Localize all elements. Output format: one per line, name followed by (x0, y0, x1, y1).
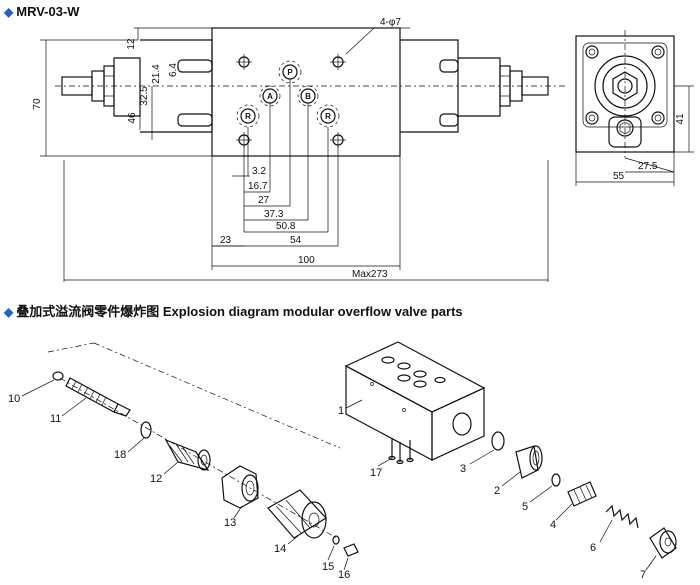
part-11-screw (65, 377, 131, 417)
part-15-washer (332, 535, 340, 545)
part-6-spring (605, 504, 639, 529)
dim-max273: Max273 (352, 269, 388, 280)
part-5-washer (551, 473, 561, 487)
part-14-handle (267, 489, 327, 539)
dim-37-3: 37.3 (264, 209, 284, 220)
dim-50-8: 50.8 (276, 221, 296, 232)
port-r-left: R (236, 104, 260, 128)
part-7-cap (649, 527, 677, 559)
label-part-14: 14 (274, 543, 286, 555)
explosion-title-text: 叠加式溢流阀零件爆炸图 Explosion diagram modular ov… (16, 304, 463, 319)
explosion-title: ◆叠加式溢流阀零件爆炸图 Explosion diagram modular o… (4, 301, 463, 320)
dim-55: 55 (613, 171, 625, 182)
right-housing (400, 39, 459, 133)
label-part-5: 5 (522, 501, 528, 513)
part-4-plunger (567, 481, 597, 507)
diamond-bullet-icon: ◆ (4, 5, 14, 19)
label-part-15: 15 (322, 561, 334, 573)
horizontal-dimensions: 3.2 16.7 27 37.3 50.8 54 23 100 Max273 (63, 79, 549, 282)
part-1-body (344, 341, 486, 462)
svg-text:B: B (305, 92, 311, 101)
part-leaders (21, 379, 657, 571)
dim-6-4: 6.4 (168, 63, 179, 77)
dim-21-4: 21.4 (151, 64, 162, 84)
dim-3-2: 3.2 (252, 166, 266, 177)
right-adjuster (458, 57, 549, 117)
dim-27: 27 (258, 195, 270, 206)
dim-70: 70 (32, 98, 43, 110)
svg-text:A: A (267, 92, 273, 101)
dim-100: 100 (298, 255, 315, 266)
dim-32-5: 32.5 (139, 86, 150, 106)
label-part-12: 12 (150, 473, 162, 485)
label-part-6: 6 (590, 542, 596, 554)
label-part-18: 18 (114, 449, 126, 461)
vertical-dimensions: 70 12 46 32.5 21.4 6.4 (32, 27, 212, 157)
left-adjuster (61, 57, 141, 117)
valve-body (211, 27, 401, 157)
left-slot-lower (177, 113, 213, 127)
label-part-13: 13 (224, 517, 236, 529)
dim-41: 41 (675, 113, 686, 125)
dim-54: 54 (290, 235, 302, 246)
dim-27-5: 27.5 (638, 161, 658, 172)
right-slot-upper (439, 59, 459, 73)
port-r-right: R (316, 104, 340, 128)
label-part-11: 11 (50, 413, 61, 425)
part-12-connector (164, 438, 211, 471)
part-10-ring (52, 371, 64, 381)
mounting-holes (236, 54, 346, 148)
label-part-10: 10 (8, 393, 20, 405)
label-part-1: 1 (338, 405, 344, 417)
part-13-nut (221, 465, 259, 509)
part-18-oring (140, 421, 152, 439)
part-17-pins (388, 438, 414, 465)
svg-text:R: R (245, 112, 251, 121)
holes-label: 4-φ7 (380, 17, 401, 28)
model-title-text: MRV-03-W (16, 4, 80, 19)
label-part-17: 17 (370, 467, 382, 479)
dim-16-7: 16.7 (248, 181, 268, 192)
part-2-sleeve (515, 445, 543, 479)
svg-text:R: R (325, 112, 331, 121)
dim-12: 12 (126, 38, 137, 50)
label-part-2: 2 (494, 485, 500, 497)
part-16-screw (343, 543, 359, 557)
svg-text:P: P (287, 68, 293, 77)
label-part-4: 4 (550, 519, 556, 531)
left-slot-upper (177, 59, 213, 73)
model-title: ◆MRV-03-W (4, 4, 80, 19)
dim-23: 23 (220, 235, 232, 246)
diamond-bullet-icon: ◆ (4, 305, 14, 319)
side-view: 41 27.5 55 (575, 30, 694, 186)
part-3-oring (491, 431, 505, 451)
explosion-diagram: 1 2 3 4 5 6 7 10 11 18 12 13 14 15 16 17 (8, 341, 677, 581)
front-view: P A B R R 4-φ7 70 12 (32, 17, 565, 282)
label-part-3: 3 (460, 463, 466, 475)
dim-46: 46 (127, 112, 138, 124)
right-slot-lower (439, 113, 459, 127)
label-part-16: 16 (338, 569, 350, 581)
label-part-7: 7 (640, 569, 646, 581)
